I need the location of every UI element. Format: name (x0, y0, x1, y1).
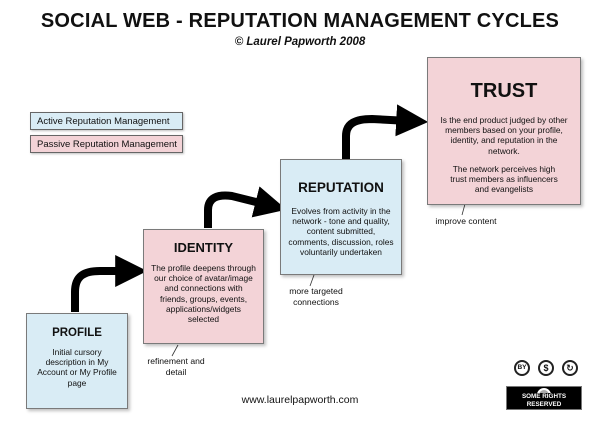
cc-badge-text: SOME RIGHTS RESERVED (507, 393, 581, 409)
identity-description: The profile deepens through our choice o… (151, 263, 256, 325)
footer-url: www.laurelpapworth.com (241, 394, 359, 406)
leader-improve (461, 203, 466, 216)
cc-by-icon: BY (514, 360, 530, 376)
diagram-title: SOCIAL WEB - REPUTATION MANAGEMENT CYCLE… (40, 10, 560, 32)
arrow-profile-to-identity (71, 255, 148, 312)
cc-license-badge: SOME RIGHTS RESERVED (506, 386, 582, 410)
note-refinement: refinement and detail (147, 356, 205, 377)
stage-identity: IDENTITY The profile deepens through our… (143, 229, 264, 344)
trust-description-2: The network perceives high trust members… (450, 163, 558, 195)
reputation-description: Evolves from activity in the network - t… (288, 206, 394, 257)
legend-active: Active Reputation Management (30, 112, 183, 130)
arrow-identity-to-reputation (204, 186, 287, 228)
trust-heading: TRUST (470, 80, 538, 102)
stage-reputation: REPUTATION Evolves from activity in the … (280, 159, 402, 275)
stage-profile: PROFILE Initial cursory description in M… (26, 313, 128, 409)
legend-passive: Passive Reputation Management (30, 135, 183, 153)
cc-sa-icon: ↻ (562, 360, 578, 376)
cc-nc-icon: $ (538, 360, 554, 376)
trust-description-1: Is the end product judged by other membe… (440, 115, 568, 156)
profile-description: Initial cursory description in My Accoun… (37, 347, 117, 388)
reputation-heading: REPUTATION (298, 180, 384, 195)
profile-heading: PROFILE (52, 327, 102, 339)
note-improve: improve content (435, 216, 497, 226)
leader-targeted (309, 274, 315, 287)
copyright-subtitle: © Laurel Papworth 2008 (234, 36, 366, 48)
arrow-reputation-to-trust (342, 104, 429, 160)
leader-refinement (171, 344, 179, 357)
identity-heading: IDENTITY (173, 240, 234, 255)
note-targeted: more targeted connections (289, 286, 343, 307)
stage-trust: TRUST Is the end product judged by other… (427, 57, 581, 205)
